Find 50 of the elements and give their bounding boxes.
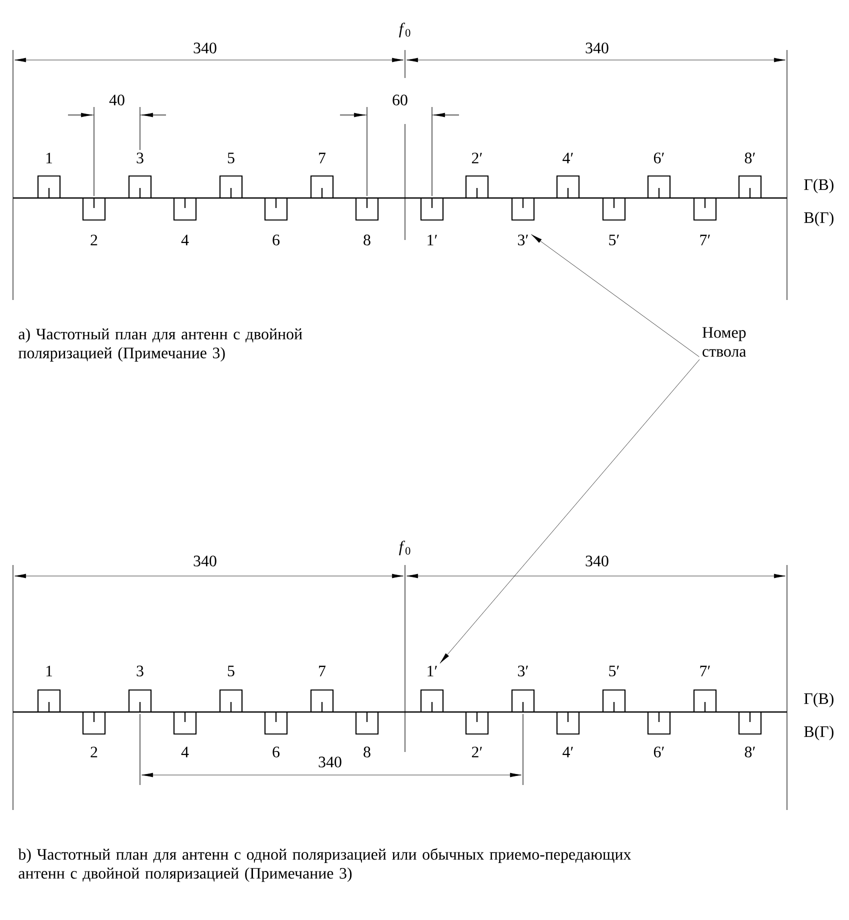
channel-number: 1′ (428, 234, 437, 246)
channel-number: 2 (90, 234, 98, 246)
frequency-label: f$_{0}$ (399, 540, 410, 556)
channel-number: 8′ (744, 746, 755, 758)
channel-number: 8′ (744, 152, 755, 164)
dimension-value: 40 (109, 94, 124, 106)
channel-number: 4 (181, 234, 189, 246)
channel-number: 1 (46, 666, 52, 676)
channel-number: 2′ (472, 152, 482, 164)
channel-number: 8 (364, 234, 370, 246)
channel-number: 7 (319, 152, 326, 164)
channel-number: 5 (228, 152, 234, 164)
channel-number: 6′ (654, 152, 664, 164)
channel-number: 5 (228, 666, 234, 676)
channel-number: 1′ (428, 666, 437, 676)
dimension-value: 340 (194, 556, 216, 566)
dimension-value: 340 (586, 42, 608, 54)
polarization-label: В(Г) (804, 726, 834, 740)
leader-line (531, 234, 700, 357)
channel-number: 5′ (609, 234, 619, 246)
channel-number: 6 (272, 234, 280, 246)
channel-number: 6′ (654, 746, 664, 758)
channel-number: 6 (272, 746, 280, 758)
channel-number: 5′ (609, 666, 619, 676)
dimension-value: 340 (318, 756, 342, 768)
channel-number: 4 (181, 746, 189, 758)
channel-number: 3′ (518, 666, 528, 676)
dimension-value: 60 (392, 94, 408, 106)
polarization-label: Г(В) (804, 692, 834, 708)
frequency-label: f$_{0}$ (399, 22, 410, 38)
channel-number: 8 (364, 746, 370, 758)
channel-number: 4′ (562, 746, 573, 758)
channel-number: 7 (319, 666, 326, 676)
channel-number: 7′ (700, 666, 710, 676)
channel-number: 2′ (472, 746, 482, 758)
dimension-value: 340 (194, 42, 216, 54)
dimension-value: 340 (586, 556, 608, 566)
caption: b) Частотный план для антенн с одной поляризацией или обычных приемо-передающих антенн с двойной поляризацией (Примечание 3) (18, 848, 632, 882)
callout-text: Номер ствола (702, 327, 746, 357)
polarization-label: В(Г) (804, 212, 834, 226)
channel-number: 2 (90, 746, 98, 758)
channel-number: 3 (136, 666, 144, 676)
channel-number: 3 (136, 152, 144, 164)
channel-number: 4′ (562, 152, 573, 164)
channel-number: 1 (46, 152, 52, 164)
leader-line (440, 359, 700, 664)
channel-number: 3′ (518, 234, 528, 246)
caption: а) Частотный план для антенн с двойной поляризацией (Примечание 3) (18, 328, 302, 362)
polarization-label: Г(В) (804, 178, 834, 194)
channel-number: 7′ (700, 234, 710, 246)
